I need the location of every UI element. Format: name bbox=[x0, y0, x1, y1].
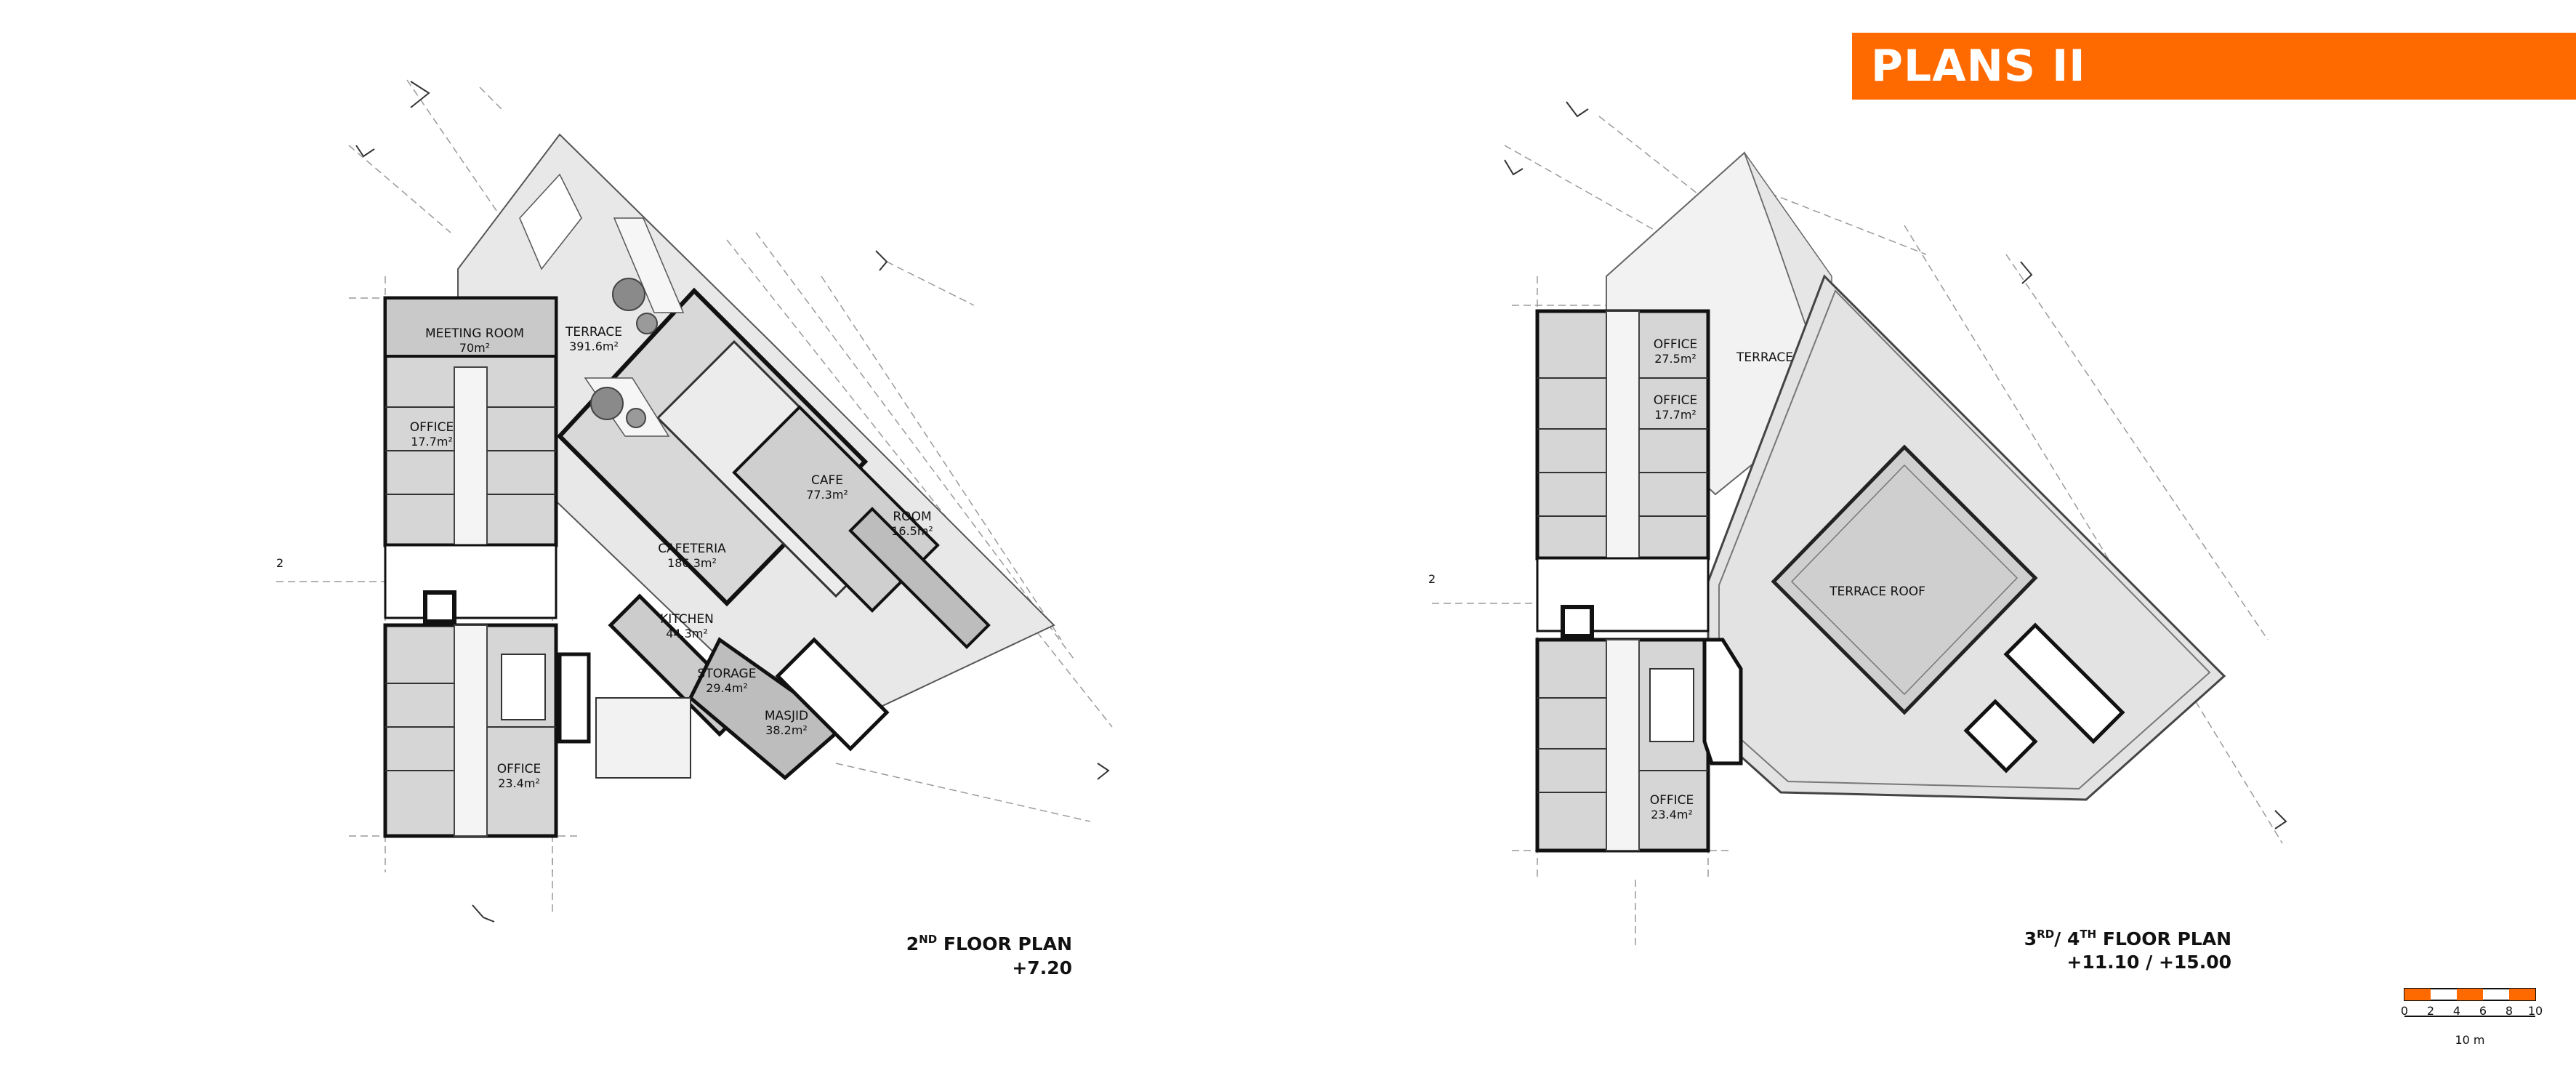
room-area-cafeteria: 186.3m² bbox=[667, 556, 717, 570]
office-partitions bbox=[1537, 697, 1708, 793]
scale-tick-label: 6 bbox=[2479, 1004, 2487, 1018]
plan-caption-3rd-4th-floor: 3RD/ 4TH FLOOR PLAN bbox=[2024, 928, 2231, 949]
toilets bbox=[501, 654, 546, 720]
section-marker bbox=[1097, 763, 1110, 780]
room-label-kitchen: KITCHEN bbox=[660, 612, 714, 627]
section-marker bbox=[472, 904, 495, 923]
section-marker bbox=[1504, 159, 1524, 176]
room-area-office: 27.5m² bbox=[1654, 352, 1696, 366]
toilets bbox=[1649, 668, 1694, 742]
room-area-terrace: 391.6m² bbox=[569, 339, 619, 353]
title-banner: PLANS II bbox=[1852, 33, 2576, 100]
room-label-cafe: CAFE bbox=[811, 473, 843, 488]
section-mark-label: 2 bbox=[276, 556, 283, 570]
plan-level-2nd-floor: +7.20 bbox=[1012, 957, 1072, 978]
section-marker bbox=[410, 81, 430, 108]
page-title: PLANS II bbox=[1871, 41, 2086, 92]
scale-tick-label: 2 bbox=[2427, 1004, 2434, 1018]
scale-tick-label: 10 bbox=[2528, 1004, 2543, 1018]
room-label-terrace: TERRACE bbox=[565, 325, 622, 339]
room-label-storage: STORAGE bbox=[698, 667, 757, 681]
room-label-office: OFFICE bbox=[1654, 337, 1698, 352]
stair-block bbox=[2003, 622, 2125, 744]
stair-block-lower bbox=[1963, 699, 2038, 773]
room-area-office-south: 23.4m² bbox=[498, 776, 540, 790]
office-partitions bbox=[385, 406, 556, 495]
plan-3rd-4th-floor: 2 OFFICE 27.5m² bbox=[1428, 101, 2287, 973]
tree-icon bbox=[636, 313, 658, 334]
tree-icon bbox=[612, 278, 645, 311]
room-area-office-south: 23.4m² bbox=[1651, 808, 1693, 821]
section-mark-label: 2 bbox=[1428, 572, 1436, 586]
skylight bbox=[613, 217, 685, 313]
stair bbox=[558, 652, 591, 744]
room-label-cafeteria: CAFETERIA bbox=[658, 542, 726, 556]
core-lobby bbox=[384, 544, 558, 619]
room-area-masjid: 38.2m² bbox=[765, 723, 808, 737]
scale-bar-segment bbox=[2509, 989, 2535, 1000]
room-area-cafe: 77.3m² bbox=[806, 488, 848, 502]
room-label-office: OFFICE bbox=[410, 420, 454, 435]
room-label-terrace: TERRACE bbox=[1736, 350, 1793, 365]
scale-tick-label: 4 bbox=[2453, 1004, 2460, 1018]
corridor bbox=[1606, 639, 1640, 851]
lift-core bbox=[1561, 605, 1594, 638]
office-partitions bbox=[385, 683, 556, 771]
office-partitions bbox=[1537, 377, 1708, 517]
section-marker bbox=[875, 250, 888, 271]
room-label-masjid: MASJID bbox=[765, 709, 808, 723]
section-marker bbox=[2274, 810, 2287, 829]
lift-core bbox=[423, 590, 456, 624]
section-marker bbox=[1566, 101, 1589, 118]
stair-block bbox=[775, 637, 890, 752]
room-label-terrace-roof: TERRACE ROOF bbox=[1829, 584, 1925, 599]
meeting-room bbox=[384, 297, 558, 358]
terrace-roof-parapet bbox=[1718, 289, 2211, 790]
room-label-office-2: OFFICE bbox=[1654, 393, 1698, 408]
scale-bar-segment bbox=[2404, 989, 2431, 1000]
plan-caption-2nd-floor: 2ND FLOOR PLAN bbox=[906, 933, 1072, 955]
scale-tick-label: 8 bbox=[2505, 1004, 2513, 1018]
scale-tick-label: 0 bbox=[2401, 1004, 2408, 1018]
room-area-office-2: 17.7m² bbox=[1654, 408, 1696, 422]
stair bbox=[1702, 638, 1743, 765]
terrace-roof bbox=[1771, 444, 2038, 715]
corridor bbox=[454, 366, 488, 546]
room-label-meeting-room: MEETING ROOM bbox=[425, 326, 524, 341]
wc-block bbox=[595, 697, 691, 779]
skylight bbox=[519, 173, 582, 270]
room-block-east bbox=[848, 507, 991, 649]
tree-icon bbox=[590, 387, 624, 420]
room-area-office: 17.7m² bbox=[411, 435, 453, 449]
room-label-office-south: OFFICE bbox=[1650, 793, 1694, 808]
section-marker bbox=[355, 145, 375, 158]
room-label-room: ROOM bbox=[893, 510, 931, 524]
scale-unit-label: 10 m bbox=[2455, 1033, 2484, 1047]
room-area-room: 16.5m² bbox=[891, 524, 933, 538]
room-area-storage: 29.4m² bbox=[706, 681, 748, 695]
plan-2nd-floor: 2 bbox=[276, 79, 1113, 978]
tree-icon bbox=[626, 408, 646, 428]
corridor bbox=[454, 624, 488, 837]
room-label-office-south: OFFICE bbox=[497, 762, 542, 776]
room-area-kitchen: 44.3m² bbox=[666, 627, 708, 640]
scale-bar: 0 2 4 6 8 10 10 m bbox=[2401, 988, 2543, 1047]
section-marker bbox=[2020, 261, 2033, 284]
corridor bbox=[1606, 310, 1640, 559]
plan-level-3rd-4th-floor: +11.10 / +15.00 bbox=[2066, 952, 2231, 973]
scale-bar-segment bbox=[2457, 989, 2483, 1000]
room-area-meeting-room: 70m² bbox=[459, 341, 490, 355]
terrace-roof-inner bbox=[1790, 464, 2018, 696]
